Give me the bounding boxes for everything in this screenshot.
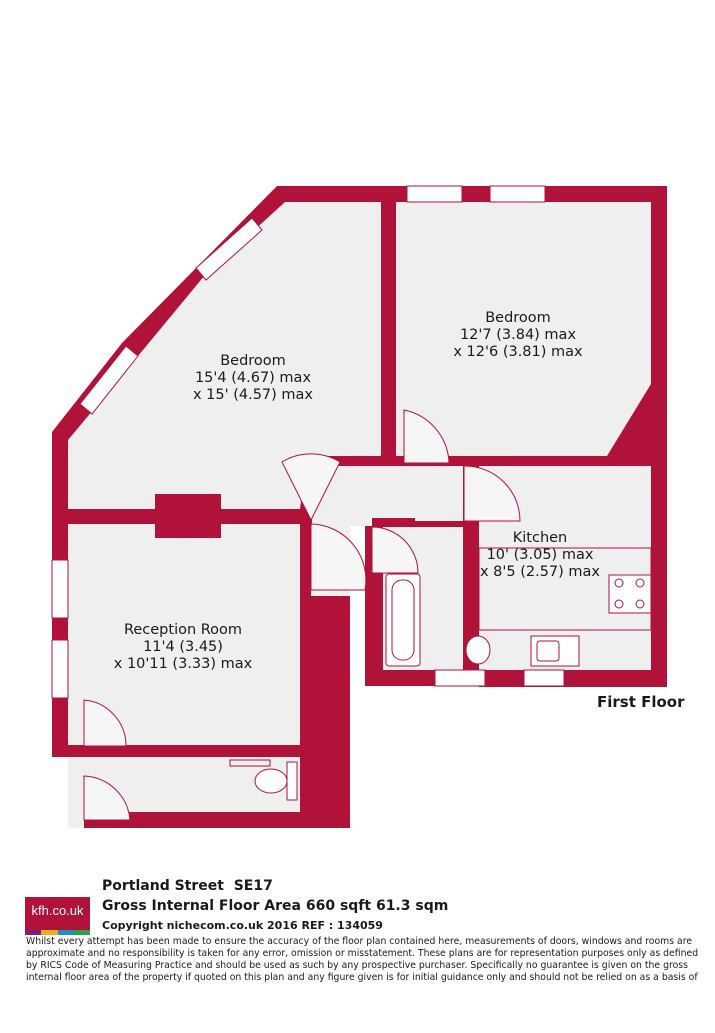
room-dimension: x 12'6 (3.81) max (453, 344, 583, 360)
logo-bar-yellow (41, 930, 58, 935)
toilet (254, 768, 288, 794)
toilet-cistern (286, 761, 298, 801)
shelf (229, 759, 271, 767)
logo-bar-green (74, 930, 90, 935)
room-name: Bedroom (220, 353, 286, 369)
floor-area: Gross Internal Floor Area 660 sqft 61.3 … (102, 898, 449, 914)
kfh-logo: kfh.co.uk (25, 897, 90, 935)
room-dimension: x 10'11 (3.33) max (113, 656, 253, 672)
interior-walls (68, 190, 651, 828)
basin (465, 635, 491, 665)
copyright-text: Copyright nichecom.co.uk 2016 REF : 1340… (102, 919, 383, 932)
fixtures (229, 547, 652, 801)
room-dimension: x 15' (4.57) max (192, 387, 314, 403)
bedroom-right-floor (396, 202, 651, 456)
room-dimension: 15'4 (4.67) max (194, 370, 312, 386)
room-name: Bedroom (485, 310, 551, 326)
room-name: Reception Room (123, 622, 243, 638)
logo-text: kfh.co.uk (31, 903, 84, 918)
reception-floor (68, 524, 300, 745)
windows (51, 185, 565, 699)
kitchen-label: Kitchen 10' (3.05) max x 8'5 (2.57) max (455, 530, 625, 581)
floor-label: First Floor (597, 693, 685, 711)
room-dimension: 12'7 (3.84) max (459, 327, 577, 343)
room-dimension: 11'4 (3.45) (143, 639, 223, 655)
property-address: Portland Street SE17 (102, 878, 273, 894)
bedroom-right-label: Bedroom 12'7 (3.84) max x 12'6 (3.81) ma… (433, 310, 603, 361)
reception-label: Reception Room 11'4 (3.45) x 10'11 (3.33… (98, 622, 268, 673)
room-dimension: 10' (3.05) max (486, 547, 594, 563)
disclaimer-text: Whilst every attempt has been made to en… (26, 936, 699, 983)
doors (83, 409, 521, 821)
floor-plan (51, 185, 667, 828)
bedroom-left-label: Bedroom 15'4 (4.67) max x 15' (4.57) max (168, 353, 338, 404)
room-dimension: x 8'5 (2.57) max (479, 564, 601, 580)
kitchen-floor (479, 466, 651, 670)
logo-bar-purple (25, 930, 41, 935)
room-name: Kitchen (512, 530, 568, 546)
logo-bar-blue (58, 930, 74, 935)
bedroom-left-floor (68, 202, 381, 509)
